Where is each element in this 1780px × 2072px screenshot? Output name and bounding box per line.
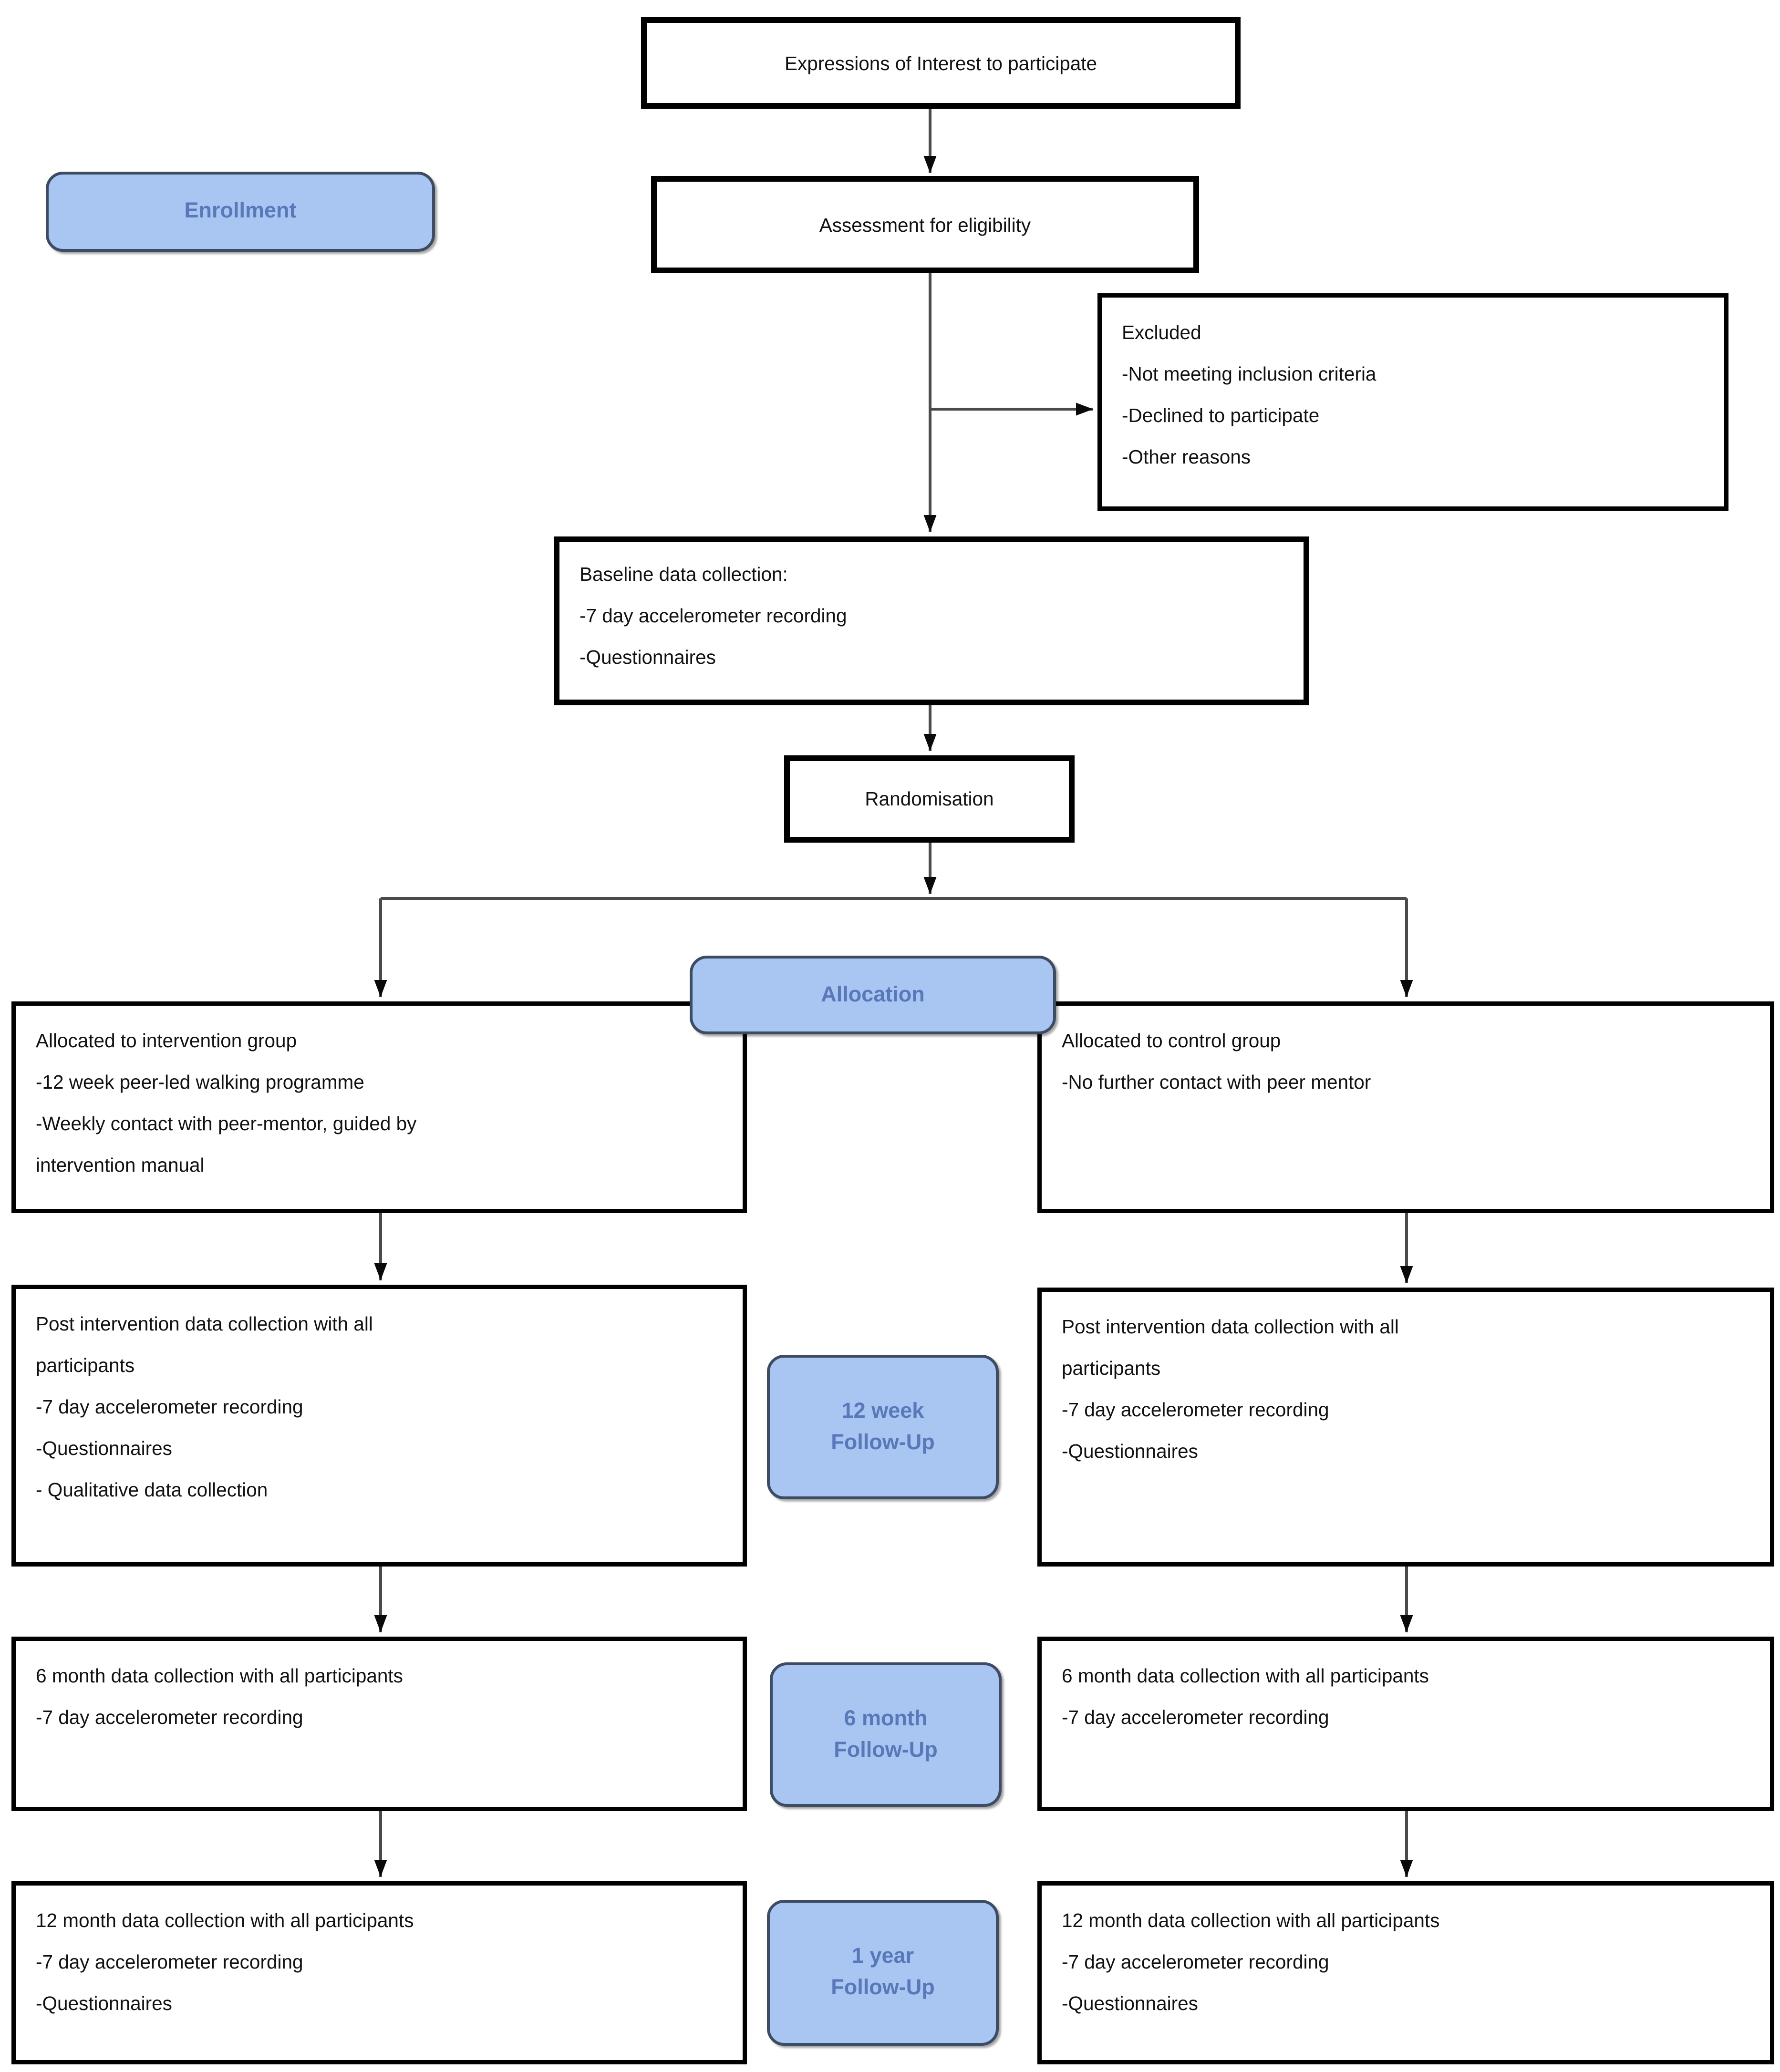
intervention-group-line: intervention manual (36, 1155, 205, 1176)
box-randomisation-text: Randomisation (865, 788, 994, 810)
twelve-month-right-line: -Questionnaires (1062, 1993, 1198, 2014)
box-12month-right: 12 month data collection with all partic… (1037, 1881, 1774, 2064)
box-post-intervention-left: Post intervention data collection with a… (11, 1285, 747, 1567)
control-group-line: -No further contact with peer mentor (1062, 1072, 1371, 1093)
post-intervention-left-line: Post intervention data collection with a… (36, 1313, 373, 1335)
box-intervention-group: Allocated to intervention group -12 week… (11, 1001, 747, 1213)
baseline-line: -7 day accelerometer recording (580, 605, 847, 627)
control-group-line: Allocated to control group (1062, 1030, 1281, 1051)
twelve-month-left-line: 12 month data collection with all partic… (36, 1910, 414, 1931)
six-month-left-line: 6 month data collection with all partici… (36, 1665, 403, 1687)
post-intervention-left-line: participants (36, 1355, 135, 1376)
box-randomisation: Randomisation (784, 755, 1075, 843)
box-expressions-of-interest: Expressions of Interest to participate (641, 17, 1241, 109)
box-baseline: Baseline data collection: -7 day acceler… (554, 536, 1309, 705)
phase-label-1year-line: 1 year (851, 1944, 914, 1969)
excluded-line: -Declined to participate (1122, 405, 1320, 426)
phase-label-enrollment-text: Enrollment (184, 199, 297, 223)
baseline-line: -Questionnaires (580, 647, 716, 668)
intervention-group-line: -12 week peer-led walking programme (36, 1072, 364, 1093)
box-6month-right: 6 month data collection with all partici… (1037, 1637, 1774, 1811)
intervention-group-line: Allocated to intervention group (36, 1030, 297, 1051)
phase-label-6month-line: 6 month (844, 1706, 928, 1731)
box-control-group: Allocated to control group -No further c… (1037, 1001, 1774, 1213)
phase-label-12week-line: 12 week (841, 1398, 924, 1423)
phase-label-1year-line: Follow-Up (831, 1976, 935, 2000)
box-excluded: Excluded -Not meeting inclusion criteria… (1097, 293, 1728, 511)
phase-label-enrollment: Enrollment (46, 172, 435, 252)
phase-label-12week-followup: 12 week Follow-Up (767, 1355, 999, 1499)
twelve-month-right-line: -7 day accelerometer recording (1062, 1951, 1329, 1973)
post-intervention-left-line: -7 day accelerometer recording (36, 1396, 303, 1418)
box-12month-left: 12 month data collection with all partic… (11, 1881, 747, 2064)
box-post-intervention-right: Post intervention data collection with a… (1037, 1288, 1774, 1567)
excluded-line: Excluded (1122, 322, 1201, 343)
phase-label-6month-followup: 6 month Follow-Up (770, 1662, 1002, 1807)
box-assessment-text: Assessment for eligibility (819, 214, 1031, 236)
six-month-right-line: -7 day accelerometer recording (1062, 1707, 1329, 1728)
phase-label-allocation-text: Allocation (821, 982, 925, 1007)
box-6month-left: 6 month data collection with all partici… (11, 1637, 747, 1811)
twelve-month-left-line: -7 day accelerometer recording (36, 1951, 303, 1973)
box-assessment: Assessment for eligibility (651, 176, 1199, 273)
phase-label-12week-line: Follow-Up (831, 1430, 935, 1454)
twelve-month-left-line: -Questionnaires (36, 1993, 172, 2014)
six-month-left-line: -7 day accelerometer recording (36, 1707, 303, 1728)
six-month-right-line: 6 month data collection with all partici… (1062, 1665, 1429, 1687)
box-expressions-of-interest-text: Expressions of Interest to participate (784, 52, 1097, 74)
excluded-line: -Not meeting inclusion criteria (1122, 363, 1376, 385)
phase-label-allocation: Allocation (690, 956, 1056, 1034)
baseline-line: Baseline data collection: (580, 564, 788, 585)
excluded-line: -Other reasons (1122, 446, 1251, 468)
post-intervention-right-line: participants (1062, 1358, 1161, 1379)
post-intervention-right-line: Post intervention data collection with a… (1062, 1316, 1399, 1338)
twelve-month-right-line: 12 month data collection with all partic… (1062, 1910, 1440, 1931)
intervention-group-line: -Weekly contact with peer-mentor, guided… (36, 1113, 417, 1134)
phase-label-6month-line: Follow-Up (834, 1737, 938, 1762)
phase-label-1year-followup: 1 year Follow-Up (767, 1900, 999, 2046)
post-intervention-right-line: -7 day accelerometer recording (1062, 1399, 1329, 1421)
post-intervention-right-line: -Questionnaires (1062, 1441, 1198, 1462)
post-intervention-left-line: -Questionnaires (36, 1438, 172, 1459)
post-intervention-left-line: - Qualitative data collection (36, 1479, 268, 1501)
